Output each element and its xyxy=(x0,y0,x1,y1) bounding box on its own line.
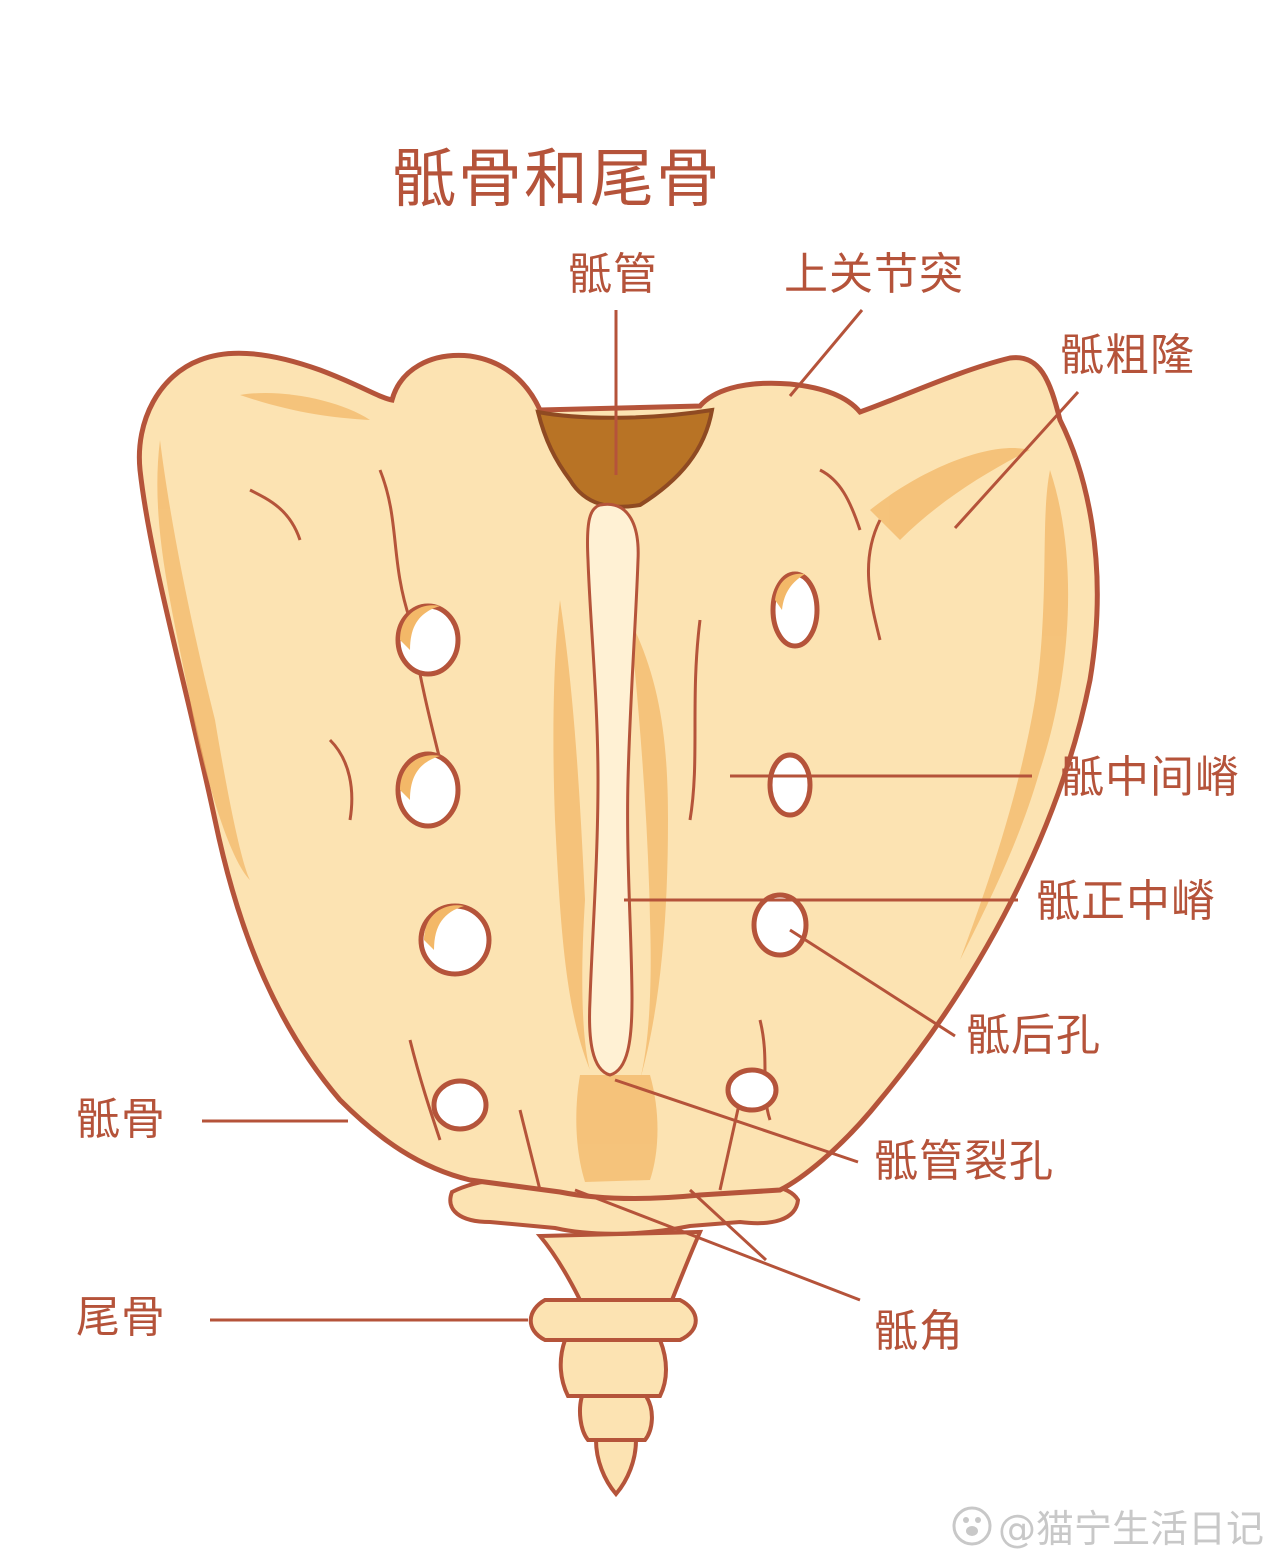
bone-shading xyxy=(157,392,1069,1182)
label-sacral-canal: 骶管 xyxy=(568,249,658,300)
label-intermediate-sacral-crest: 骶中间嵴 xyxy=(1060,752,1240,803)
label-sacral-tuberosity: 骶粗隆 xyxy=(1060,330,1195,381)
label-superior-articular-process: 上关节突 xyxy=(784,249,964,300)
sacral-canal-opening xyxy=(535,407,715,509)
leader-lines xyxy=(202,309,1080,1322)
watermark: @猫宁生活日记 xyxy=(952,1498,1264,1553)
median-crest-highlight xyxy=(586,502,640,1077)
label-sacral-hiatus: 骶管裂孔 xyxy=(874,1136,1054,1187)
foramina-rims xyxy=(400,573,805,950)
paw-icon xyxy=(952,1506,992,1545)
posterior-foramina xyxy=(395,571,820,1132)
watermark-text: @猫宁生活日记 xyxy=(998,1507,1265,1551)
label-sacrum: 骶骨 xyxy=(76,1094,166,1145)
label-coccyx: 尾骨 xyxy=(76,1292,166,1343)
coccyx-bone xyxy=(528,1229,704,1498)
label-median-sacral-crest: 骶正中嵴 xyxy=(1036,876,1216,927)
diagram-title: 骶骨和尾骨 xyxy=(392,143,722,217)
label-posterior-sacral-foramen: 骶后孔 xyxy=(966,1010,1101,1061)
label-sacral-cornu: 骶角 xyxy=(874,1306,964,1357)
